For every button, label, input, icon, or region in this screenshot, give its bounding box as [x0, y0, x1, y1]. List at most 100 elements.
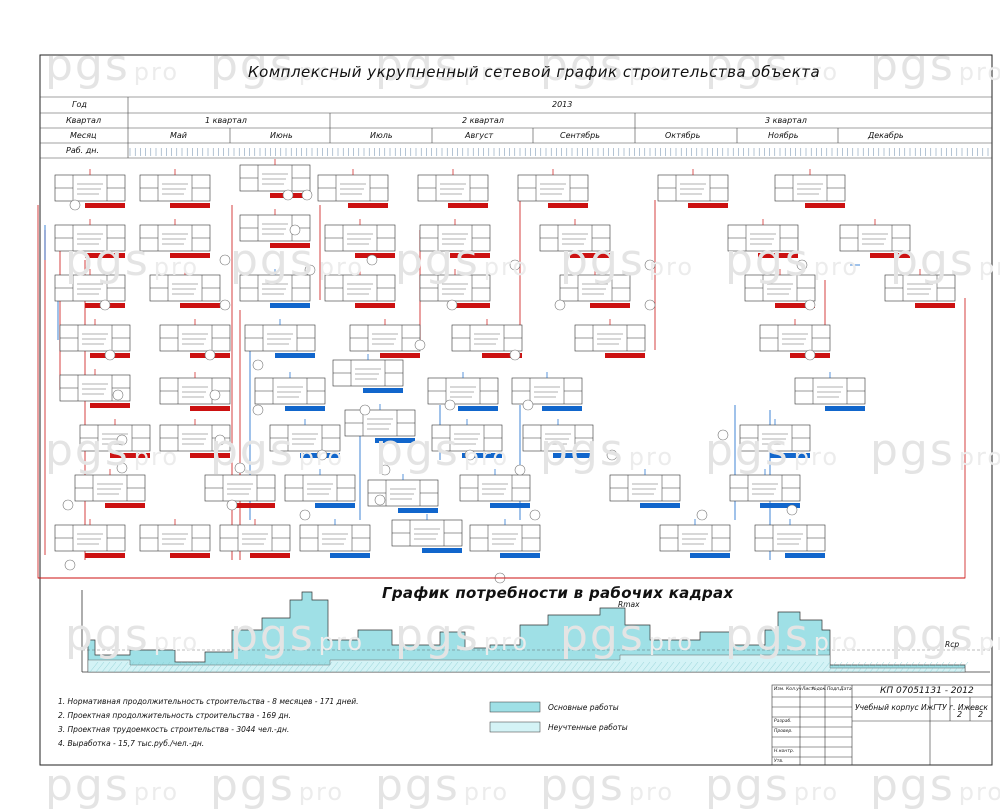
hatch-line — [629, 661, 639, 673]
note-1: 1. Нормативная продолжительность строите… — [58, 697, 359, 706]
duration-bar — [542, 406, 582, 411]
hatch-line — [797, 661, 807, 673]
hatch-line — [623, 661, 633, 673]
hatch-line — [611, 661, 621, 673]
tb-label-date: Дата — [840, 687, 852, 692]
duration-bar — [448, 203, 488, 208]
hatch-line — [749, 661, 759, 673]
tb-label-sheet: Лист — [802, 687, 814, 692]
hatch-line — [521, 661, 531, 673]
event-circle — [446, 299, 458, 311]
event-circle — [514, 464, 526, 476]
hatch-line — [827, 661, 837, 673]
legend-other-label: Неучтенные работы — [548, 723, 628, 732]
label-year: Год — [72, 100, 87, 109]
month-december: Декабрь — [868, 131, 904, 140]
hatch-line — [557, 661, 567, 673]
hatch-line — [497, 661, 507, 673]
hatch-line — [371, 661, 381, 673]
event-circle — [366, 254, 378, 266]
event-circle — [359, 404, 371, 416]
hatch-line — [575, 661, 585, 673]
hatch-line — [515, 661, 525, 673]
duration-bar — [590, 303, 630, 308]
event-circle — [464, 449, 476, 461]
hatch-line — [101, 661, 111, 673]
event-circle — [644, 259, 656, 271]
duration-bar — [690, 553, 730, 558]
hatch-line — [359, 661, 369, 673]
calendar-table — [40, 96, 992, 159]
event-circle — [796, 259, 808, 271]
hatch-line — [383, 661, 393, 673]
event-circle — [414, 339, 426, 351]
event-circle — [509, 259, 521, 271]
hatch-line — [257, 661, 267, 673]
note-3: 3. Проектная трудоемкость строительства … — [58, 725, 290, 734]
duration-bar — [170, 253, 210, 258]
tb-label-norm: Н.контр. — [774, 749, 795, 754]
outer-frame — [39, 54, 993, 766]
hatch-line — [233, 661, 243, 673]
event-circle — [116, 434, 128, 446]
duration-bar — [105, 503, 145, 508]
event-circle — [804, 299, 816, 311]
month-july: Июль — [370, 131, 393, 140]
event-circle — [374, 494, 386, 506]
hatch-line — [89, 661, 99, 673]
title-block-sheets: 2 — [978, 710, 984, 719]
event-circle — [64, 559, 76, 571]
duration-bar — [275, 353, 315, 358]
duration-bar — [870, 253, 910, 258]
hatch-line — [107, 661, 117, 673]
hatch-line — [275, 661, 285, 673]
duration-bar — [285, 406, 325, 411]
hatch-line — [683, 661, 693, 673]
hatch-line — [149, 661, 159, 673]
event-circle — [104, 349, 116, 361]
hatch-line — [695, 661, 705, 673]
duration-bar — [482, 353, 522, 358]
hatch-line — [503, 661, 513, 673]
hatch-line — [893, 661, 903, 673]
duration-bar — [490, 503, 530, 508]
chart-title: График потребности в рабочих кадрах — [382, 584, 734, 602]
hatch-line — [563, 661, 573, 673]
event-circle — [99, 299, 111, 311]
hatch-line — [923, 661, 933, 673]
tb-label-count: Кол.уч — [786, 687, 802, 692]
event-circle — [219, 299, 231, 311]
duration-bar — [348, 203, 388, 208]
hatch-line — [929, 661, 939, 673]
hatch-line — [527, 661, 537, 673]
hatch-line — [329, 661, 339, 673]
hatch-line — [839, 661, 849, 673]
event-circle — [112, 389, 124, 401]
event-circle — [644, 299, 656, 311]
hatch-line — [473, 661, 483, 673]
duration-bar — [315, 503, 355, 508]
duration-bar — [355, 303, 395, 308]
hatch-line — [485, 661, 495, 673]
hatch-line — [887, 661, 897, 673]
title-block-sheet: 2 — [957, 710, 963, 719]
duration-bar — [110, 453, 150, 458]
hatch-line — [851, 661, 861, 673]
hatch-line — [491, 661, 501, 673]
hatch-line — [833, 661, 843, 673]
hatch-line — [863, 661, 873, 673]
hatch-line — [125, 661, 135, 673]
tb-label-dev: Разраб. — [774, 719, 792, 724]
hatch-line — [227, 661, 237, 673]
hatch-line — [845, 661, 855, 673]
event-circle — [69, 199, 81, 211]
duration-bar — [180, 303, 220, 308]
label-month: Месяц — [70, 131, 97, 140]
duration-bar — [758, 253, 798, 258]
hatch-line — [791, 661, 801, 673]
hatch-line — [137, 661, 147, 673]
network-graph — [37, 159, 966, 584]
hatch-line — [533, 661, 543, 673]
hatch-line — [239, 661, 249, 673]
hatch-line — [269, 661, 279, 673]
